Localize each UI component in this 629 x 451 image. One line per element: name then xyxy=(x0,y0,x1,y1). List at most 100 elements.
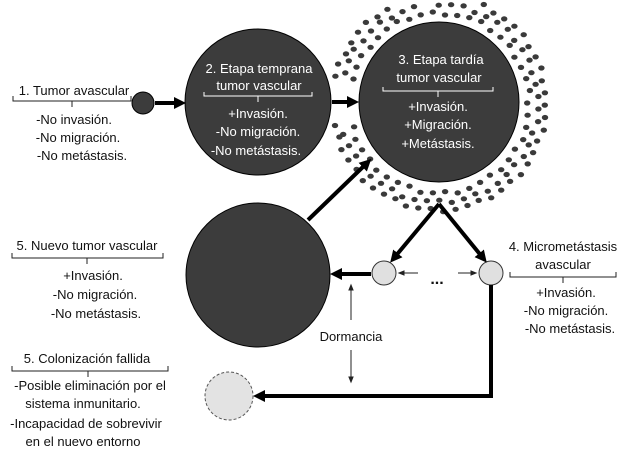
halo-cell-dot xyxy=(478,18,485,25)
stage1-line-1: -No invasión. xyxy=(36,112,112,127)
halo-cell-dot xyxy=(353,64,360,70)
new-vascular-tumor xyxy=(185,202,331,348)
stage1-line-3: -No metástasis. xyxy=(37,148,127,163)
halo-cell-dot xyxy=(466,185,473,191)
halo-cell-dot xyxy=(541,114,549,121)
halo-cell-dot xyxy=(342,70,349,76)
halo-cell-dot xyxy=(484,188,491,194)
halo-cell-dot xyxy=(383,26,390,32)
stage4-brace xyxy=(509,272,617,283)
halo-cell-dot xyxy=(350,124,358,130)
arrow-split-left xyxy=(390,202,441,263)
stage5-failed-title: 5. Colonización fallida xyxy=(24,351,151,366)
halo-cell-dot xyxy=(517,64,525,70)
halo-cell-dot xyxy=(535,93,542,100)
halo-cell-dot xyxy=(480,1,487,8)
halo-cell-dot xyxy=(447,2,455,8)
stage2-line-1: +Invasión. xyxy=(228,106,288,121)
halo-cell-dot xyxy=(380,191,388,197)
halo-cell-dot xyxy=(528,130,536,136)
halo-cell-dot xyxy=(338,147,345,153)
halo-cell-dot xyxy=(394,179,402,185)
failed-colonization-cell xyxy=(204,371,254,421)
halo-cell-dot xyxy=(520,137,527,143)
halo-cell-dot xyxy=(541,90,549,96)
stage2-brace xyxy=(203,92,313,102)
halo-cell-dot xyxy=(441,12,449,18)
halo-cell-dot xyxy=(488,195,495,201)
micrometastasis-cell xyxy=(478,260,504,286)
stage4-line-2: -No migración. xyxy=(524,303,609,318)
halo-cell-dot xyxy=(532,54,539,60)
halo-cell-dot xyxy=(352,136,359,142)
halo-cell-dot xyxy=(498,187,505,193)
halo-cell-dot xyxy=(359,178,366,184)
halo-cell-dot xyxy=(345,157,352,163)
halo-cell-dot xyxy=(498,167,505,173)
halo-cell-dot xyxy=(501,16,508,22)
halo-cell-dot xyxy=(402,203,410,209)
stage2-title-line1: 2. Etapa temprana xyxy=(206,61,314,76)
halo-cell-dot xyxy=(367,28,375,34)
halo-cell-dot xyxy=(524,100,531,106)
stage5-failed-brace xyxy=(11,366,169,377)
halo-cell-dot xyxy=(384,6,391,12)
halo-cell-dot xyxy=(362,19,370,25)
stage2-line-2: -No migración. xyxy=(216,124,301,139)
halo-cell-dot xyxy=(541,102,548,108)
halo-cell-dot xyxy=(429,190,437,196)
halo-cell-dot xyxy=(466,15,473,21)
halo-cell-dot xyxy=(410,4,418,10)
halo-cell-dot xyxy=(519,47,526,53)
halo-cell-dot xyxy=(529,150,537,156)
late-vascular-tumor xyxy=(358,21,520,183)
halo-cell-dot xyxy=(417,189,424,195)
halo-cell-dot xyxy=(511,23,518,29)
halo-cell-dot xyxy=(392,196,399,202)
halo-cell-dot xyxy=(350,76,357,82)
halo-cell-dot xyxy=(415,205,422,211)
arrow-split-right xyxy=(437,202,487,263)
halo-cell-dot xyxy=(334,61,342,67)
halo-cell-dot xyxy=(454,12,461,19)
halo-cell-dot xyxy=(528,70,535,76)
halo-cell-dot xyxy=(520,32,527,38)
halo-cell-dot xyxy=(486,172,494,178)
halo-cell-dot xyxy=(383,174,390,180)
halo-cell-dot xyxy=(357,53,365,59)
halo-cell-dot xyxy=(532,81,539,87)
halo-cell-dot xyxy=(373,167,380,173)
stage3-title-line2: tumor vascular xyxy=(396,70,482,85)
halo-cell-dot xyxy=(448,199,455,205)
halo-cell-dot xyxy=(524,112,531,118)
stage1-title: 1. Tumor avascular xyxy=(19,83,130,98)
halo-cell-dot xyxy=(476,179,484,185)
halo-cell-dot xyxy=(345,143,353,149)
halo-cell-dot xyxy=(505,157,512,163)
halo-cell-dot xyxy=(452,206,459,212)
halo-cell-dot xyxy=(423,198,431,204)
halo-cell-dot xyxy=(487,27,494,34)
halo-cell-dot xyxy=(377,180,385,186)
halo-cell-dot xyxy=(475,197,482,203)
halo-cell-dot xyxy=(538,65,545,71)
halo-cell-dot xyxy=(348,40,355,46)
halo-cell-dot xyxy=(497,34,504,40)
halo-cell-dot xyxy=(506,42,513,49)
halo-cell-dot xyxy=(511,146,519,152)
stage5-new-line-3: -No metástasis. xyxy=(51,306,141,321)
stage5-new-brace xyxy=(11,253,164,264)
avascular-tumor-cell xyxy=(131,91,155,115)
arrow-5-to-3 xyxy=(306,158,372,222)
halo-cell-dot xyxy=(436,197,443,203)
halo-cell-dot xyxy=(535,106,542,112)
halo-cell-dot xyxy=(526,57,533,63)
halo-cell-dot xyxy=(331,122,339,129)
stage4-title-line2: avascular xyxy=(535,257,591,272)
cell-halo xyxy=(331,1,549,215)
halo-cell-dot xyxy=(435,2,442,8)
halo-cell-dot xyxy=(366,156,374,162)
halo-cell-dot xyxy=(538,78,545,84)
halo-cell-dot xyxy=(406,183,413,189)
stage4-line-3: -No metástasis. xyxy=(525,321,615,336)
